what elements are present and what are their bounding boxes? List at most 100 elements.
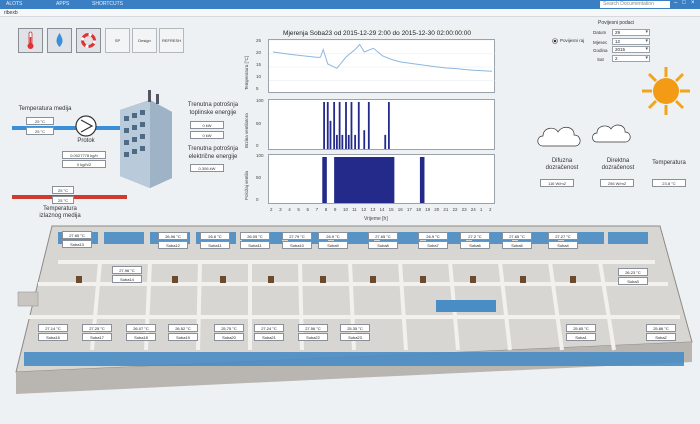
izlaz-label-1: Temperatura — [43, 206, 77, 212]
fan-speed-bar — [347, 134, 350, 149]
refresh-button[interactable]: REFRESH — [159, 28, 184, 53]
room-temperature: 27.27 °C — [548, 232, 578, 240]
x-tick-label: 9 — [333, 207, 337, 212]
room-temperature: 27.65 °C — [502, 232, 532, 240]
x-tick-label: 15 — [388, 207, 394, 212]
room-name: Soba4 — [548, 241, 578, 249]
y-tick-label: 100 — [256, 98, 264, 103]
room-name: Soba22 — [298, 333, 328, 341]
difuzna-value: 116 W/m2 — [540, 179, 574, 187]
menu-item-alots[interactable]: ALOTS — [6, 1, 23, 7]
x-tick-label: 3 — [279, 207, 282, 212]
room-name: Soba23 — [340, 333, 370, 341]
x-tick-label: 14 — [379, 207, 385, 212]
history-title: Povijesni podaci — [598, 20, 635, 26]
menu-item-shortcuts[interactable]: SHORTCUTS — [92, 1, 124, 7]
sun-icon — [642, 67, 690, 115]
toplinska-value-1: 0 kW — [190, 121, 224, 129]
datum-label: Datum — [593, 30, 607, 35]
difuzna-label-1: Difuzna — [551, 158, 573, 164]
search-documentation-input[interactable]: Search Documentation — [600, 1, 670, 8]
elektricna-value: 0.306 kW — [190, 164, 224, 172]
lifebuoy-icon[interactable] — [76, 28, 101, 53]
room-name: Soba13 — [62, 240, 92, 248]
fan-speed-plot — [268, 99, 495, 150]
sp-button[interactable]: SP — [105, 28, 130, 53]
floor-plan — [15, 225, 693, 394]
design-button[interactable]: Design — [132, 28, 157, 53]
fan-speed-bar — [333, 102, 336, 149]
room-temperature: 25.35 °C — [340, 324, 370, 332]
temperature-plot — [268, 39, 496, 95]
cloud-icon-2 — [592, 124, 631, 143]
room-name: Soba6 — [460, 241, 490, 249]
room-name: Soba21 — [254, 333, 284, 341]
room-temperature: 27.25 °C — [82, 324, 112, 332]
datum-select[interactable]: 29 — [612, 29, 650, 36]
room-temperature: 25.65 °C — [566, 324, 596, 332]
y-tick-label: 50 — [256, 175, 262, 180]
y-tick-label: 0 — [256, 197, 259, 202]
valve-position-plot — [268, 154, 495, 204]
minimize-icon[interactable]: – — [674, 0, 678, 6]
room-temperature: 27.65 °C — [62, 231, 92, 239]
room-temperature: 27.79 °C — [282, 232, 312, 240]
room-name: Soba1 — [566, 333, 596, 341]
maximize-icon[interactable]: □ — [682, 0, 686, 6]
room-temperature: 26.09 °C — [240, 232, 270, 240]
menu-item-apps[interactable]: APPS — [56, 1, 70, 7]
fan-speed-bar — [345, 102, 347, 149]
water-drop-icon[interactable] — [47, 28, 72, 53]
protok-label: Protok — [77, 138, 95, 144]
direktna-value: 256 W/m2 — [600, 179, 634, 187]
fan-speed-bar — [354, 134, 357, 149]
room-temperature: 26.9 °C — [418, 232, 448, 240]
thermometer-icon[interactable] — [18, 28, 43, 53]
title-bar: ALOTS APPS SHORTCUTS Search Documentatio… — [0, 0, 700, 9]
x-tick-label: 2 — [489, 207, 492, 212]
x-tick-label: 2 — [270, 207, 273, 212]
room-temperature: 26.52 °C — [168, 324, 198, 332]
fan-speed-bar — [338, 102, 341, 149]
difuzna-label-2: dozračenost — [545, 165, 579, 171]
fan-speed-bar — [363, 130, 366, 149]
fan-speed-bar — [326, 102, 329, 149]
mjesec-select[interactable]: 12 — [612, 38, 650, 45]
x-tick-label: 10 — [343, 207, 349, 212]
history-radio[interactable] — [552, 38, 558, 44]
fan-speed-bar — [387, 102, 390, 149]
temperature-series-line — [272, 43, 493, 72]
close-icon[interactable]: × — [691, 0, 695, 6]
fan-speed-bar — [357, 102, 360, 149]
y-tick-label: 0 — [256, 143, 259, 148]
godina-select[interactable]: 2015 — [612, 46, 650, 53]
valve-position-bar — [419, 157, 425, 203]
sat-select[interactable]: 2 — [612, 55, 650, 62]
temp-medija-value-2: 25 °C — [26, 127, 54, 135]
valve-position-bar — [322, 157, 327, 203]
x-tick-label: 5 — [297, 207, 300, 212]
